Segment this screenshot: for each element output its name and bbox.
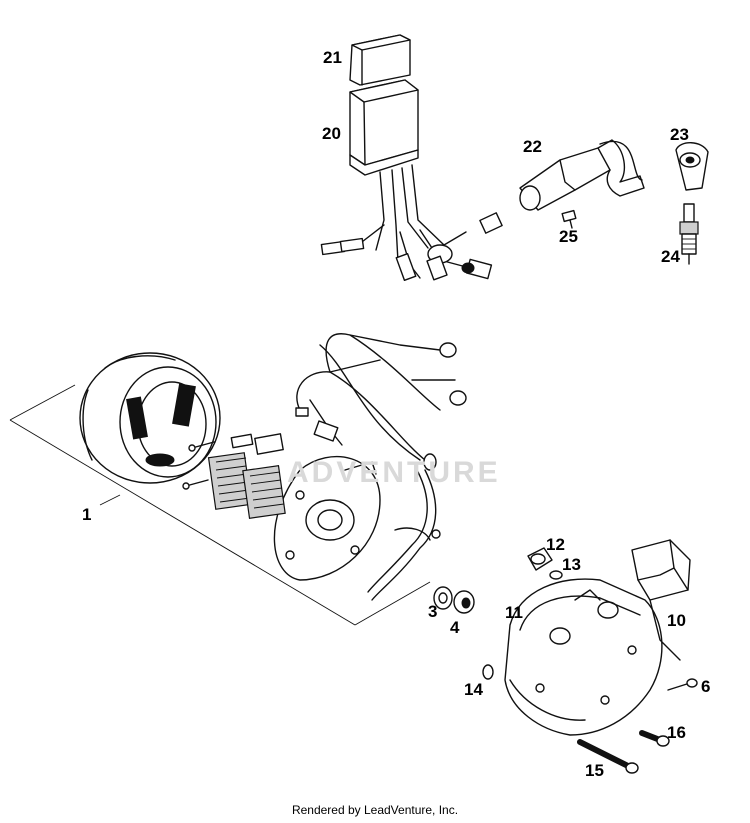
stator-coils: [207, 452, 286, 519]
part-20-cdi-unit[interactable]: [320, 79, 503, 282]
part-6-screw[interactable]: [667, 678, 698, 691]
callout-21[interactable]: 21: [323, 48, 342, 67]
callout-22[interactable]: 22: [523, 137, 542, 156]
part-15-bolt[interactable]: [577, 739, 639, 774]
part-24-spark-plug[interactable]: [679, 203, 699, 265]
part-13-o-ring[interactable]: [549, 570, 563, 580]
callout-23[interactable]: 23: [670, 125, 689, 144]
part-1-wiring-harness[interactable]: [295, 333, 467, 601]
callout-14[interactable]: 14: [464, 680, 483, 699]
callout-6[interactable]: 6: [701, 677, 711, 696]
part-23-spark-plug-cap[interactable]: [675, 142, 709, 191]
part-16-bolt[interactable]: [639, 730, 670, 747]
footer-credit: Rendered by LeadVenture, Inc.: [291, 803, 459, 817]
part-22-ignition-coil[interactable]: [519, 139, 645, 211]
watermark-text: ADVENTURE: [287, 456, 501, 489]
callout-15[interactable]: 15: [585, 761, 604, 780]
part-1-bracket: [9, 384, 431, 626]
part-4-nut[interactable]: [453, 590, 475, 614]
callout-11[interactable]: 11: [505, 603, 523, 622]
part-1-stator[interactable]: [182, 433, 381, 581]
callout-4[interactable]: 4: [450, 618, 460, 637]
callout-3[interactable]: 3: [428, 602, 438, 621]
part-3-washer[interactable]: [433, 586, 453, 610]
part-10-bracket[interactable]: [631, 539, 691, 661]
callout-12[interactable]: 12: [546, 535, 565, 554]
part-14-dowel-pin[interactable]: [482, 664, 494, 680]
part-1-flywheel[interactable]: [79, 352, 221, 484]
callout-20[interactable]: 20: [322, 124, 341, 143]
callout-16[interactable]: 16: [667, 723, 686, 742]
part-12-plug[interactable]: [527, 547, 553, 571]
callout-13[interactable]: 13: [562, 555, 581, 574]
callout-10[interactable]: 10: [667, 611, 686, 630]
part-21-cdi-cap[interactable]: [349, 34, 411, 86]
callout-1[interactable]: 1: [82, 505, 92, 524]
callout-25[interactable]: 25: [559, 227, 578, 246]
part-11-ignition-cover[interactable]: [504, 578, 663, 736]
part-25-bolt[interactable]: [561, 209, 577, 229]
callout-24[interactable]: 24: [661, 247, 680, 266]
